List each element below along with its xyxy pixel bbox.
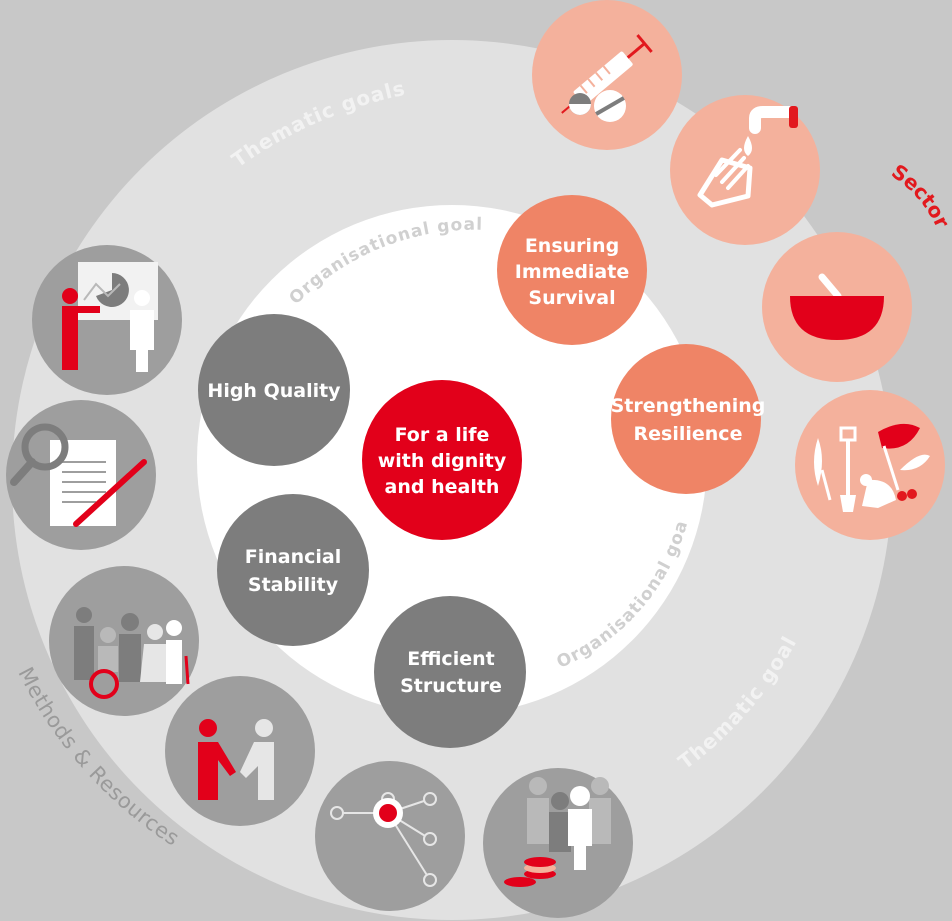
document-review-icon (6, 400, 156, 550)
center-goal: For a life with dignity and health (362, 380, 522, 540)
network-icon (315, 761, 465, 911)
goal-high-quality: High Quality (198, 314, 350, 466)
goal-line: Survival (528, 287, 615, 309)
center-line: For a life (395, 424, 490, 446)
goal-line: Financial (245, 546, 341, 568)
goal-line: Structure (400, 675, 502, 697)
goal-financial-stability: Financial Stability (217, 494, 369, 646)
food-bowl-icon (762, 232, 912, 382)
goal-ensuring-immediate-survival: Ensuring Immediate Survival (497, 195, 647, 345)
center-line: and health (385, 476, 500, 498)
goal-line: Resilience (634, 423, 743, 445)
goal-line: Strengthening (611, 395, 766, 417)
partnership-handshake-icon (165, 676, 315, 826)
inclusion-group-icon (49, 566, 199, 716)
handwashing-icon (670, 95, 820, 245)
goal-line: Immediate (515, 261, 629, 283)
sector-label: Sector (887, 159, 952, 231)
community-funding-icon (483, 768, 633, 918)
goal-line: High Quality (207, 380, 341, 402)
goal-line: Efficient (407, 648, 494, 670)
presentation-icon (32, 245, 182, 395)
syringe-pills-icon (532, 0, 682, 150)
center-line: with dignity (378, 450, 507, 472)
goal-efficient-structure: Efficient Structure (374, 596, 526, 748)
goal-line: Stability (248, 574, 339, 596)
agriculture-icon (795, 390, 945, 540)
goal-line: Ensuring (525, 235, 619, 257)
goal-strengthening-resilience: Strengthening Resilience (611, 344, 766, 494)
